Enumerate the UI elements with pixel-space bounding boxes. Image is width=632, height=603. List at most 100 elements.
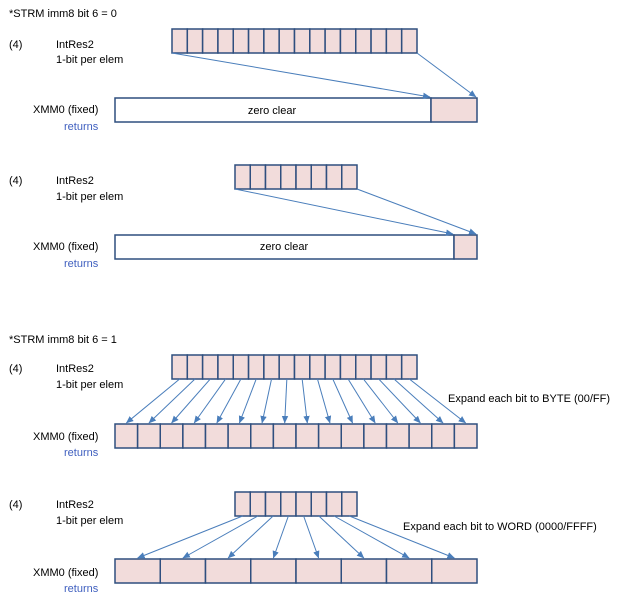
bit-cell bbox=[201, 354, 219, 380]
bit-cell bbox=[232, 28, 250, 54]
dest-label: XMM0 (fixed) bbox=[33, 104, 98, 116]
bit-cell bbox=[355, 28, 372, 54]
bit-cell bbox=[264, 164, 282, 190]
returns-label: returns bbox=[64, 121, 99, 133]
bit-cell bbox=[295, 164, 312, 190]
arrow bbox=[301, 378, 310, 424]
bit-cell bbox=[278, 28, 296, 54]
step-label: (4) bbox=[9, 363, 22, 375]
bit-cell bbox=[280, 491, 297, 517]
bit-cell bbox=[341, 164, 358, 190]
bit-cell bbox=[370, 28, 388, 54]
arrow bbox=[363, 378, 399, 424]
arrow bbox=[303, 515, 320, 559]
arrow bbox=[316, 378, 332, 424]
bit-cell bbox=[186, 354, 204, 380]
intres2-label: IntRes2 bbox=[56, 175, 94, 187]
arrow bbox=[260, 378, 273, 424]
intres2-desc: 1-bit per elem bbox=[56, 379, 123, 391]
bit-cell bbox=[234, 164, 251, 190]
step-label: (4) bbox=[9, 39, 22, 51]
bit-cell bbox=[310, 164, 328, 190]
intres2-label: IntRes2 bbox=[56, 363, 94, 375]
arrow bbox=[378, 378, 421, 424]
dest-label: XMM0 (fixed) bbox=[33, 567, 98, 579]
expanded-cell bbox=[408, 423, 433, 449]
bit-cell bbox=[385, 28, 403, 54]
bit-cell bbox=[171, 354, 189, 380]
bit-cell bbox=[295, 491, 312, 517]
expanded-cell bbox=[159, 423, 184, 449]
expanded-cell bbox=[317, 423, 342, 449]
bit-cell bbox=[247, 28, 265, 54]
intres2-desc: 1-bit per elem bbox=[56, 54, 123, 66]
bit-cell bbox=[310, 491, 328, 517]
returns-label: returns bbox=[64, 447, 99, 459]
expanded-cell bbox=[136, 423, 161, 449]
xmm0-register bbox=[114, 234, 478, 260]
arrow bbox=[137, 515, 243, 559]
bit-cell bbox=[355, 354, 372, 380]
returns-label: returns bbox=[64, 258, 99, 270]
bit-cell bbox=[232, 354, 250, 380]
expanded-cell bbox=[340, 558, 388, 584]
bit-cell bbox=[325, 491, 343, 517]
mask-cell bbox=[453, 234, 478, 260]
returns-label: returns bbox=[64, 583, 99, 595]
bit-cell bbox=[278, 354, 296, 380]
expanded-cell bbox=[385, 558, 433, 584]
block-0-0: (4) IntRes2 1-bit per elem XMM0 (fixed) … bbox=[9, 28, 478, 133]
expanded-cell bbox=[363, 423, 388, 449]
bit-cell bbox=[186, 28, 204, 54]
bit-cell bbox=[370, 354, 388, 380]
expanded-cell bbox=[182, 423, 207, 449]
arrow bbox=[182, 515, 259, 559]
arrow bbox=[193, 378, 227, 424]
section-heading-0: *STRM imm8 bit 6 = 0 bbox=[9, 8, 117, 20]
intres2-desc: 1-bit per elem bbox=[56, 515, 123, 527]
arrow bbox=[318, 515, 365, 559]
expanded-cell bbox=[453, 423, 478, 449]
expanded-cell bbox=[385, 423, 410, 449]
block-1-0: (4) IntRes2 1-bit per elem Expand each b… bbox=[9, 354, 610, 459]
arrow bbox=[227, 515, 274, 559]
arrows bbox=[171, 52, 477, 99]
arrow bbox=[234, 188, 454, 236]
bit-cell bbox=[293, 354, 311, 380]
bit-cell bbox=[234, 491, 251, 517]
dest-label: XMM0 (fixed) bbox=[33, 241, 98, 253]
arrow bbox=[171, 378, 211, 424]
bit-cell bbox=[249, 491, 267, 517]
bit-cell bbox=[263, 28, 280, 54]
bit-cell bbox=[263, 354, 280, 380]
intres2-bit-register bbox=[171, 354, 418, 380]
expanded-cell bbox=[340, 423, 365, 449]
expanded-cell bbox=[295, 558, 342, 584]
bit-cell bbox=[249, 164, 267, 190]
section-heading-1: *STRM imm8 bit 6 = 1 bbox=[9, 334, 117, 346]
expanded-cell bbox=[204, 558, 252, 584]
arrow bbox=[238, 378, 257, 424]
block-1-1: (4) IntRes2 1-bit per elem Expand each b… bbox=[9, 491, 597, 595]
intres2-bit-register bbox=[234, 491, 358, 517]
arrows bbox=[137, 515, 455, 559]
arrows bbox=[234, 188, 477, 236]
expanded-cell bbox=[272, 423, 297, 449]
expanded-cell bbox=[114, 558, 161, 584]
arrow bbox=[349, 515, 455, 559]
expand-note: Expand each bit to BYTE (00/FF) bbox=[448, 393, 610, 405]
expanded-cell bbox=[159, 558, 207, 584]
zero-clear-text: zero clear bbox=[248, 105, 297, 117]
intres2-bit-register bbox=[234, 164, 358, 190]
bit-cell bbox=[201, 28, 219, 54]
arrow bbox=[171, 52, 431, 99]
expanded-cell bbox=[431, 558, 478, 584]
bit-cell bbox=[247, 354, 265, 380]
bit-cell bbox=[264, 491, 282, 517]
bit-cell bbox=[341, 491, 358, 517]
zero-clear-text: zero clear bbox=[260, 241, 309, 253]
intres2-label: IntRes2 bbox=[56, 499, 94, 511]
bit-cell bbox=[325, 164, 343, 190]
zero-clear-area bbox=[114, 97, 432, 123]
intres2-desc: 1-bit per elem bbox=[56, 191, 123, 203]
